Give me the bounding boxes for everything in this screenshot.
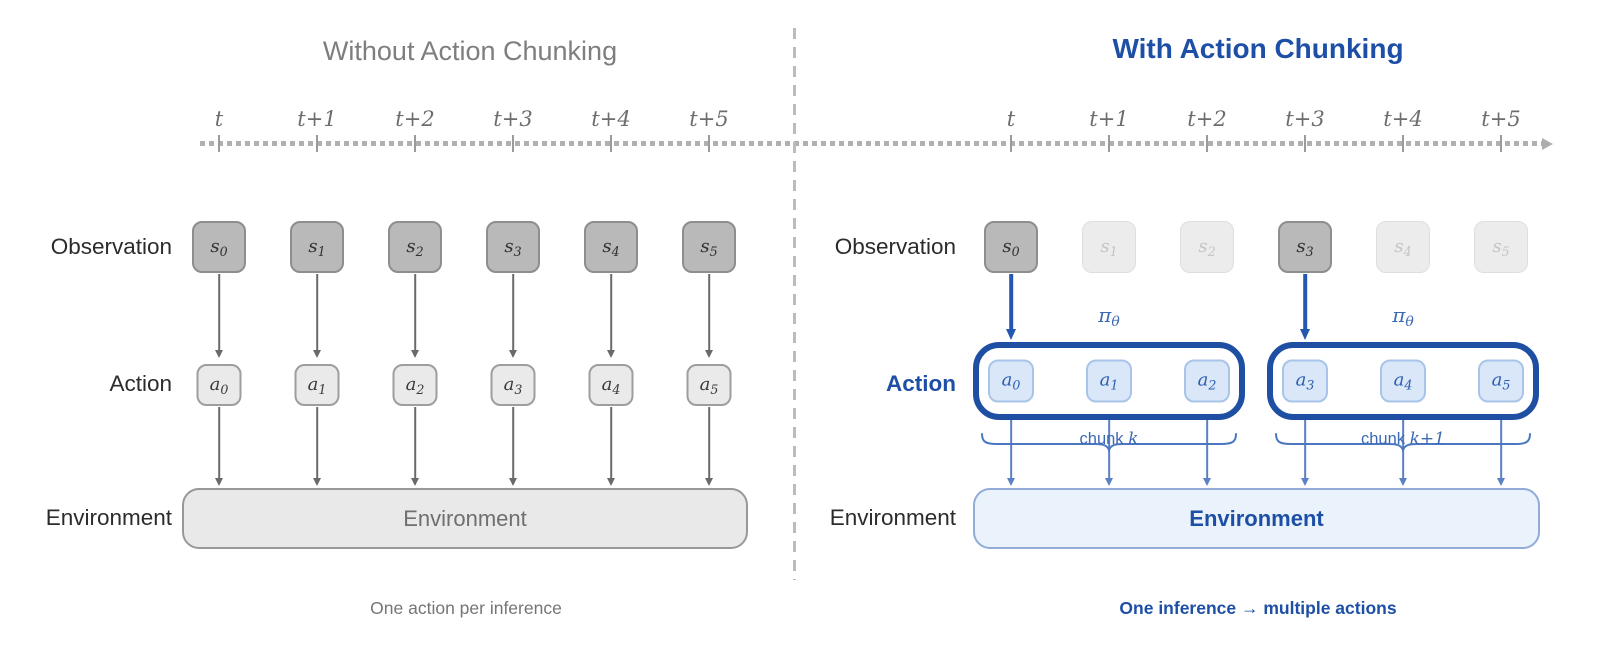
- environment-bar-right: Environment: [973, 488, 1540, 549]
- panel-divider: [793, 28, 796, 580]
- observation-box-s5-faded: s5: [1474, 221, 1528, 273]
- timeline-label: t+2: [395, 107, 435, 131]
- action-box-a3: a3: [490, 364, 536, 406]
- action-box-a5-chunked: a5: [1478, 359, 1524, 403]
- timeline-tick: [316, 135, 318, 152]
- row-label-observation-left: Observation: [50, 234, 172, 259]
- observation-box-s3: s3: [486, 221, 540, 273]
- timeline-label: t+5: [1481, 107, 1521, 131]
- timeline-label: t+5: [689, 107, 729, 131]
- timeline-tick: [1108, 135, 1110, 152]
- observation-box-s0: s0: [192, 221, 246, 273]
- row-label-environment-left: Environment: [45, 505, 172, 530]
- timeline-label: t+1: [1089, 107, 1129, 131]
- row-label-observation-right: Observation: [834, 234, 956, 259]
- action-box-a4-chunked: a4: [1380, 359, 1426, 403]
- timeline-tick: [1304, 135, 1306, 152]
- observation-box-s2: s2: [388, 221, 442, 273]
- panel-title-with-chunking: With Action Chunking: [1112, 33, 1404, 64]
- timeline-label: t+4: [1383, 107, 1423, 131]
- row-label-action-left: Action: [109, 371, 172, 396]
- action-box-a1: a1: [294, 364, 340, 406]
- timeline-label: t: [214, 107, 224, 131]
- timeline-label: t+4: [591, 107, 631, 131]
- action-box-a0-chunked: a0: [988, 359, 1034, 403]
- observation-box-s4: s4: [584, 221, 638, 273]
- timeline-tick: [1010, 135, 1012, 152]
- action-box-a0: a0: [196, 364, 242, 406]
- chunk-k-label: chunk k: [1079, 429, 1139, 449]
- row-label-environment-right: Environment: [829, 505, 956, 530]
- underbrace-chunk-k1: [1275, 433, 1531, 453]
- timeline-arrowhead-icon: [1542, 137, 1553, 150]
- caption-right: One inference → multiple actions: [1119, 598, 1397, 618]
- caption-left: One action per inference: [370, 598, 562, 618]
- timeline-tick: [414, 135, 416, 152]
- action-box-a4: a4: [588, 364, 634, 406]
- action-box-a2-chunked: a2: [1184, 359, 1230, 403]
- timeline-tick: [610, 135, 612, 152]
- timeline-tick: [1206, 135, 1208, 152]
- observation-box-s4-faded: s4: [1376, 221, 1430, 273]
- action-box-a5: a5: [686, 364, 732, 406]
- observation-box-s5: s5: [682, 221, 736, 273]
- timeline-label: t+1: [297, 107, 337, 131]
- policy-label-pi-theta-2: πθ: [1392, 303, 1414, 331]
- action-box-a3-chunked: a3: [1282, 359, 1328, 403]
- row-label-action-right: Action: [886, 371, 956, 396]
- observation-box-s1-faded: s1: [1082, 221, 1136, 273]
- timeline-label: t+2: [1187, 107, 1227, 131]
- panel-title-without-chunking: Without Action Chunking: [322, 36, 618, 66]
- timeline-tick: [512, 135, 514, 152]
- observation-box-s0-active: s0: [984, 221, 1038, 273]
- environment-bar-left: Environment: [182, 488, 748, 549]
- observation-box-s2-faded: s2: [1180, 221, 1234, 273]
- timeline-label: t+3: [1285, 107, 1325, 131]
- timeline-label: t+3: [493, 107, 533, 131]
- timeline-axis: [200, 141, 1542, 146]
- observation-box-s3-active: s3: [1278, 221, 1332, 273]
- chunk-k1-label: chunk k+1: [1361, 429, 1445, 449]
- action-box-a2: a2: [392, 364, 438, 406]
- timeline-tick: [708, 135, 710, 152]
- timeline-label: t: [1006, 107, 1016, 131]
- timeline-tick: [1500, 135, 1502, 152]
- timeline-tick: [1402, 135, 1404, 152]
- action-box-a1-chunked: a1: [1086, 359, 1132, 403]
- observation-box-s1: s1: [290, 221, 344, 273]
- underbrace-chunk-k: [981, 433, 1237, 453]
- policy-label-pi-theta-1: πθ: [1098, 303, 1120, 331]
- timeline-tick: [218, 135, 220, 152]
